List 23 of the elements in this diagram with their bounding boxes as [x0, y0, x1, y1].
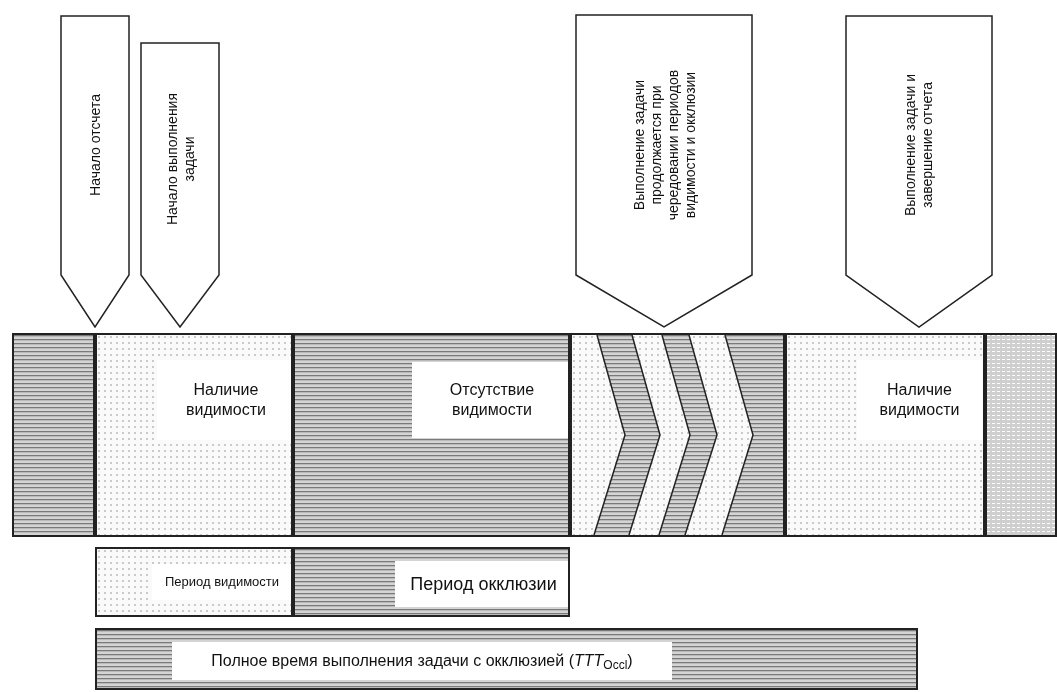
segment-label: Период видимости	[152, 564, 291, 600]
segment-label: Наличие видимости	[157, 360, 291, 440]
visibility-period-bar	[95, 547, 293, 617]
visible-segment	[785, 333, 985, 537]
pentagon-arrow-callout	[60, 15, 130, 328]
pentagon-arrow-callout	[845, 15, 993, 328]
visible-segment	[95, 333, 293, 537]
pentagon-arrow-callout	[140, 42, 220, 328]
callout-text: Начало выполнения задачи	[163, 92, 197, 225]
alternating-segment	[570, 333, 785, 537]
callout-text: Начало отсчета	[86, 94, 104, 196]
segment-label: Наличие видимости	[857, 360, 982, 440]
segment-label: Полное время выполнения задачи с окклюзией (TTT$_{Occl}$)	[172, 642, 672, 680]
pentagon-arrow-callout	[575, 14, 753, 328]
occluded-segment	[985, 333, 1057, 537]
segment-label: Период окклюзии	[395, 561, 568, 607]
occluded-segment	[12, 333, 95, 537]
occluded-segment	[293, 333, 570, 537]
callout-text: Выполнение задачи и завершение отчета	[902, 72, 936, 219]
callout-text: Выполнение задачи продолжается при чередовании периодов видимости и окклюзии	[630, 68, 698, 222]
segment-label: Отсутствие видимости	[412, 362, 568, 438]
occlusion-period-bar	[293, 547, 570, 617]
total-time-bar	[95, 628, 918, 690]
